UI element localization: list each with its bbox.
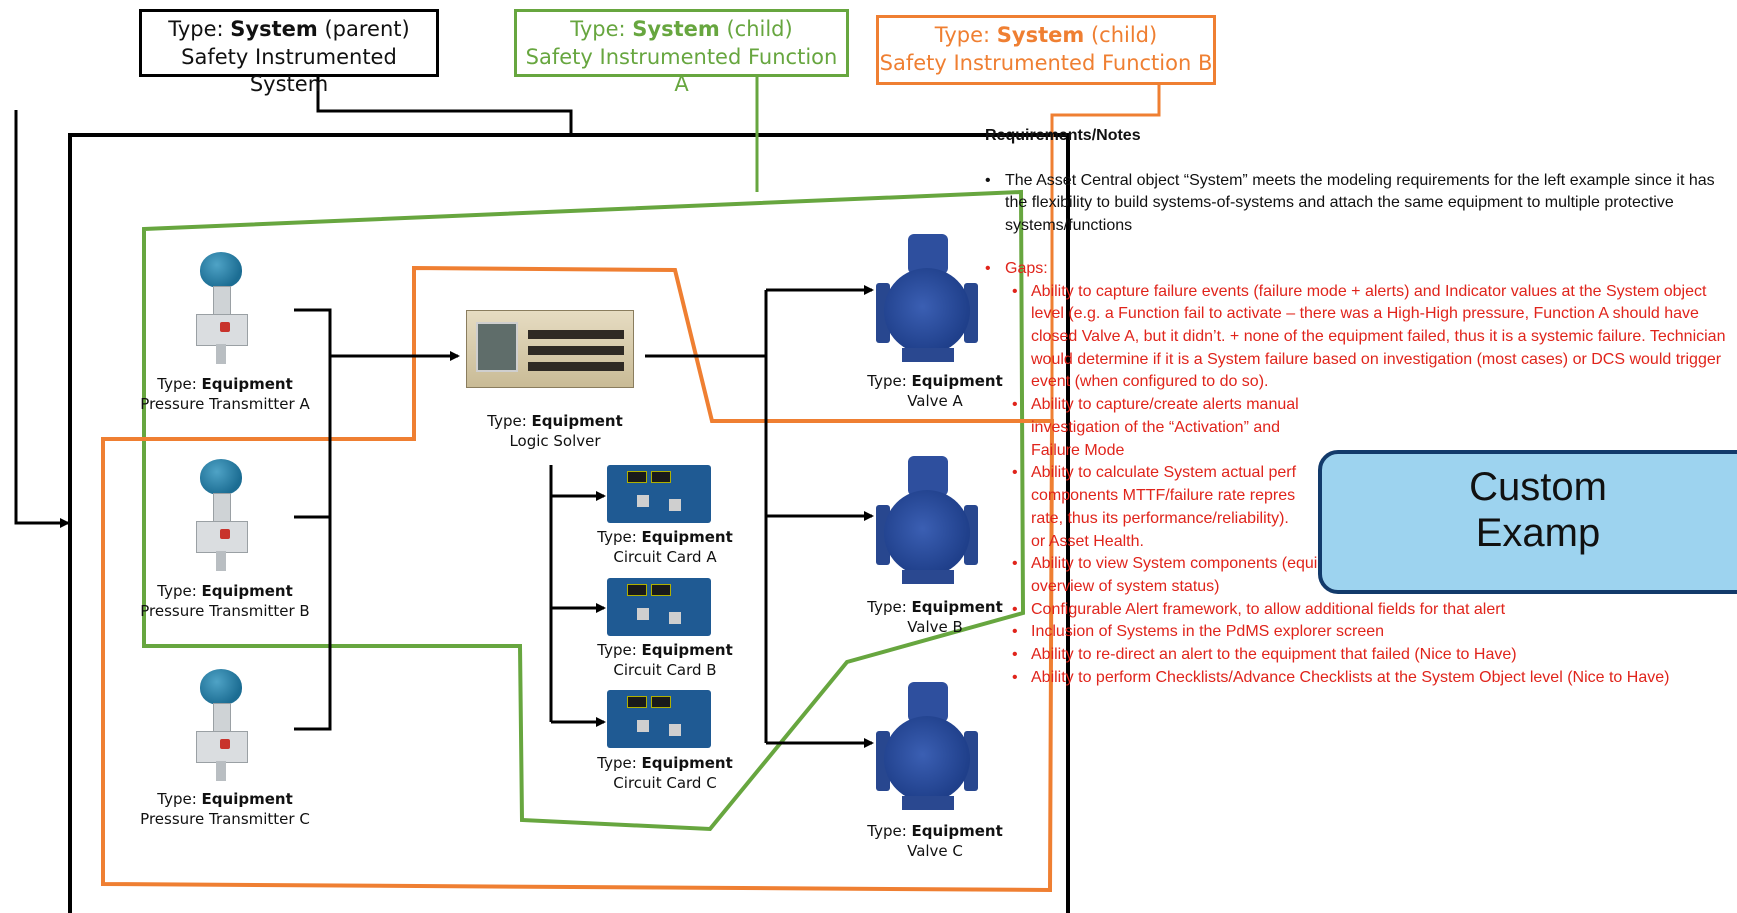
equipment-name: Valve C xyxy=(907,841,963,860)
custom-example-callout: Custom Examp xyxy=(1318,450,1737,594)
equipment-label: Type: Equipment Valve C xyxy=(860,822,1010,862)
gap-item: Ability to calculate System actual perf … xyxy=(1010,462,1735,553)
type-prefix: Type: xyxy=(487,412,527,430)
parent-system-label: Type: System (parent) Safety Instrumente… xyxy=(139,9,439,96)
valve-icon xyxy=(872,676,982,816)
function-b-label-connector xyxy=(1050,85,1161,421)
system-name: Safety Instrumented System xyxy=(181,44,397,97)
type-prefix: Type: xyxy=(867,598,907,616)
type-suffix: (child) xyxy=(726,17,793,41)
type-value: Equipment xyxy=(911,372,1003,390)
gap-item: Ability to perform Checklists/Advance Ch… xyxy=(1010,667,1735,690)
type-prefix: Type: xyxy=(157,375,197,393)
type-prefix: Type: xyxy=(168,17,224,41)
type-value: Equipment xyxy=(641,754,733,772)
equipment-label: Type: Equipment Valve B xyxy=(860,598,1010,638)
function-b-label: Type: System (child) Safety Instrumented… xyxy=(876,15,1216,85)
type-suffix: (child) xyxy=(1090,23,1158,47)
type-prefix: Type: xyxy=(597,641,637,659)
callout-line-2: Examp xyxy=(1475,511,1601,555)
gap-line: components MTTF/failure rate repres xyxy=(1031,487,1296,505)
type-value: Equipment xyxy=(201,790,293,808)
equipment-label: Type: Equipment Pressure Transmitter C xyxy=(140,790,310,830)
type-prefix: Type: xyxy=(570,17,626,41)
notes-bullet-text: The Asset Central object “System” meets … xyxy=(1005,171,1715,235)
gap-item: Ability to capture failure events (failu… xyxy=(1010,281,1735,395)
gap-item: Inclusion of Systems in the PdMS explore… xyxy=(1010,621,1735,644)
type-prefix: Type: xyxy=(597,528,637,546)
left-feed-connector xyxy=(14,110,70,528)
type-value: System xyxy=(230,17,318,41)
pressure-transmitter-icon xyxy=(178,455,276,575)
type-value: Equipment xyxy=(911,822,1003,840)
gap-line: Failure Mode xyxy=(1031,441,1125,459)
wire-tx-a xyxy=(294,308,332,731)
type-value: Equipment xyxy=(201,582,293,600)
circuit-card-icon xyxy=(607,690,717,754)
type-prefix: Type: xyxy=(597,754,637,772)
type-value: Equipment xyxy=(531,412,623,430)
type-prefix: Type: xyxy=(867,822,907,840)
gap-item: Configurable Alert framework, to allow a… xyxy=(1010,599,1735,622)
system-name: Safety Instrumented Function B xyxy=(879,50,1213,75)
gap-item: Ability to capture/create alerts manual … xyxy=(1010,394,1735,462)
equipment-name: Logic Solver xyxy=(509,431,601,450)
type-prefix: Type: xyxy=(157,790,197,808)
circuit-card-icon xyxy=(607,578,717,642)
logic-solver-icon xyxy=(466,300,636,400)
notes-bullet: • The Asset Central object “System” meet… xyxy=(985,170,1735,238)
equipment-label: Type: Equipment Pressure Transmitter B xyxy=(140,582,310,622)
equipment-name: Pressure Transmitter A xyxy=(140,394,310,413)
gap-line: investigation of the “Activation” and xyxy=(1031,418,1281,436)
equipment-name: Valve B xyxy=(907,617,963,636)
equipment-name: Circuit Card B xyxy=(613,660,717,679)
type-value: System xyxy=(632,17,720,41)
type-value: Equipment xyxy=(911,598,1003,616)
callout-line-1: Custom xyxy=(1469,465,1607,509)
gap-line: Ability to capture/create alerts manual xyxy=(1031,396,1299,414)
equipment-name: Pressure Transmitter B xyxy=(140,601,310,620)
equipment-name: Circuit Card C xyxy=(613,773,717,792)
type-value: Equipment xyxy=(641,528,733,546)
requirements-notes-panel: Requirements/Notes • The Asset Central o… xyxy=(985,125,1735,690)
gap-line: rate, thus its performance/reliability). xyxy=(1031,509,1289,527)
gaps-section: • Gaps: xyxy=(985,258,1735,281)
pressure-transmitter-icon xyxy=(178,665,276,785)
equipment-label: Type: Equipment Pressure Transmitter A xyxy=(140,375,310,415)
system-name: Safety Instrumented Function A xyxy=(525,44,838,97)
pressure-transmitter-icon xyxy=(178,248,276,368)
equipment-name: Pressure Transmitter C xyxy=(140,809,310,828)
bullet-icon: • xyxy=(985,171,991,189)
gap-line: or Asset Health. xyxy=(1031,532,1144,550)
equipment-label: Type: Equipment Circuit Card A xyxy=(590,528,740,568)
notes-heading: Requirements/Notes xyxy=(985,127,1141,144)
type-value: Equipment xyxy=(201,375,293,393)
type-value: Equipment xyxy=(641,641,733,659)
valve-icon xyxy=(872,228,982,368)
equipment-label: Type: Equipment Valve A xyxy=(860,372,1010,412)
equipment-label: Type: Equipment Circuit Card B xyxy=(590,641,740,681)
equipment-name: Circuit Card A xyxy=(613,547,717,566)
function-b-boundary xyxy=(101,265,1055,893)
type-suffix: (parent) xyxy=(324,17,410,41)
valve-icon xyxy=(872,450,982,590)
type-value: System xyxy=(996,23,1085,47)
parent-label-connector xyxy=(316,77,573,135)
gaps-label: Gaps: xyxy=(1005,259,1048,277)
circuit-card-icon xyxy=(607,465,717,529)
gap-line: Ability to calculate System actual perf xyxy=(1031,464,1297,482)
equipment-label: Type: Equipment Circuit Card C xyxy=(590,754,740,794)
type-prefix: Type: xyxy=(934,23,991,47)
type-prefix: Type: xyxy=(157,582,197,600)
equipment-label: Type: Equipment Logic Solver xyxy=(470,412,640,452)
bullet-icon: • xyxy=(985,259,991,277)
equipment-name: Valve A xyxy=(907,391,963,410)
type-prefix: Type: xyxy=(867,372,907,390)
function-a-label: Type: System (child) Safety Instrumented… xyxy=(514,9,849,96)
gap-item: Ability to re-direct an alert to the equ… xyxy=(1010,644,1735,667)
